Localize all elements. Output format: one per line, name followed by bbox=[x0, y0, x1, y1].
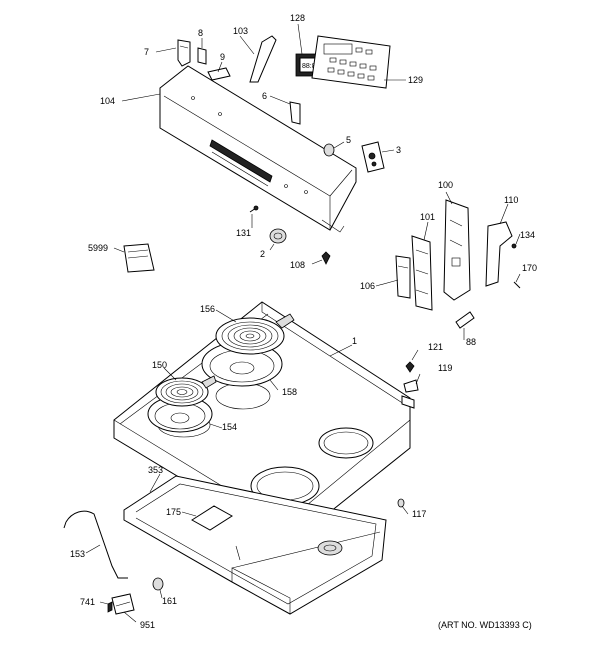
label-108: 108 bbox=[290, 260, 305, 270]
part-5999-card bbox=[123, 243, 155, 273]
label-6: 6 bbox=[262, 91, 267, 101]
part-117-grommet bbox=[397, 498, 405, 508]
part-170-screw bbox=[513, 281, 521, 289]
bottom-pan-353 bbox=[123, 475, 387, 615]
part-131-screw bbox=[249, 205, 259, 213]
part-5-nut bbox=[323, 143, 335, 157]
label-121: 121 bbox=[428, 342, 443, 352]
svg-text:88:8: 88:8 bbox=[302, 63, 316, 70]
label-129: 129 bbox=[408, 75, 423, 85]
part-103-bar bbox=[249, 35, 277, 83]
label-161: 161 bbox=[162, 596, 177, 606]
art-number: (ART NO. WD13393 C) bbox=[438, 620, 532, 630]
part-88-pin bbox=[455, 311, 475, 329]
label-106: 106 bbox=[360, 281, 375, 291]
cooktop-1 bbox=[113, 301, 415, 545]
label-156: 156 bbox=[200, 304, 215, 314]
label-103: 103 bbox=[233, 26, 248, 36]
part-6-bracket bbox=[289, 101, 301, 125]
part-3-switch bbox=[361, 141, 385, 173]
label-175: 175 bbox=[166, 507, 181, 517]
label-1: 1 bbox=[352, 336, 357, 346]
label-154: 154 bbox=[222, 422, 237, 432]
part-9-label bbox=[207, 67, 231, 81]
label-101: 101 bbox=[420, 212, 435, 222]
label-88: 88 bbox=[466, 337, 476, 347]
part-119-clip bbox=[403, 379, 419, 393]
part-153-wire bbox=[63, 510, 128, 579]
label-2: 2 bbox=[260, 249, 265, 259]
label-5999: 5999 bbox=[88, 243, 108, 253]
part-101-rail bbox=[411, 235, 433, 311]
label-8: 8 bbox=[198, 28, 203, 38]
label-104: 104 bbox=[100, 96, 115, 106]
backsplash-104 bbox=[159, 65, 357, 233]
label-170: 170 bbox=[522, 263, 537, 273]
label-5: 5 bbox=[346, 135, 351, 145]
leader-lines bbox=[85, 23, 521, 623]
part-121-screw bbox=[405, 361, 415, 373]
label-7: 7 bbox=[144, 47, 149, 57]
part-154-drip-pan bbox=[147, 395, 213, 433]
part-106-bracket bbox=[395, 255, 411, 299]
part-108-screw bbox=[321, 251, 331, 265]
part-150-element bbox=[155, 375, 217, 407]
label-131: 131 bbox=[236, 228, 251, 238]
label-158: 158 bbox=[282, 387, 297, 397]
part-8-clip bbox=[197, 47, 207, 65]
label-3: 3 bbox=[396, 145, 401, 155]
label-741: 741 bbox=[80, 597, 95, 607]
part-110-trim bbox=[485, 221, 513, 287]
part-2-knob bbox=[269, 228, 287, 244]
label-9: 9 bbox=[220, 52, 225, 62]
label-110: 110 bbox=[504, 195, 518, 205]
part-100-bracket bbox=[443, 199, 471, 301]
label-134: 134 bbox=[520, 230, 535, 240]
part-134-screw bbox=[511, 243, 517, 249]
part-175-plate bbox=[191, 505, 233, 531]
label-100: 100 bbox=[438, 180, 453, 190]
label-117: 117 bbox=[412, 509, 426, 519]
part-labels: 7 8 9 103 128 129 104 6 5 3 100 110 101 … bbox=[70, 13, 537, 630]
label-353: 353 bbox=[148, 465, 163, 475]
part-951-block bbox=[107, 593, 135, 615]
label-951: 951 bbox=[140, 620, 155, 630]
label-128: 128 bbox=[290, 13, 305, 23]
part-161-clip bbox=[152, 577, 164, 591]
label-153: 153 bbox=[70, 549, 85, 559]
part-156-element bbox=[215, 313, 295, 355]
part-129-overlay bbox=[311, 35, 391, 89]
part-7-bracket bbox=[177, 39, 191, 67]
label-150: 150 bbox=[152, 360, 167, 370]
label-119: 119 bbox=[438, 363, 452, 373]
